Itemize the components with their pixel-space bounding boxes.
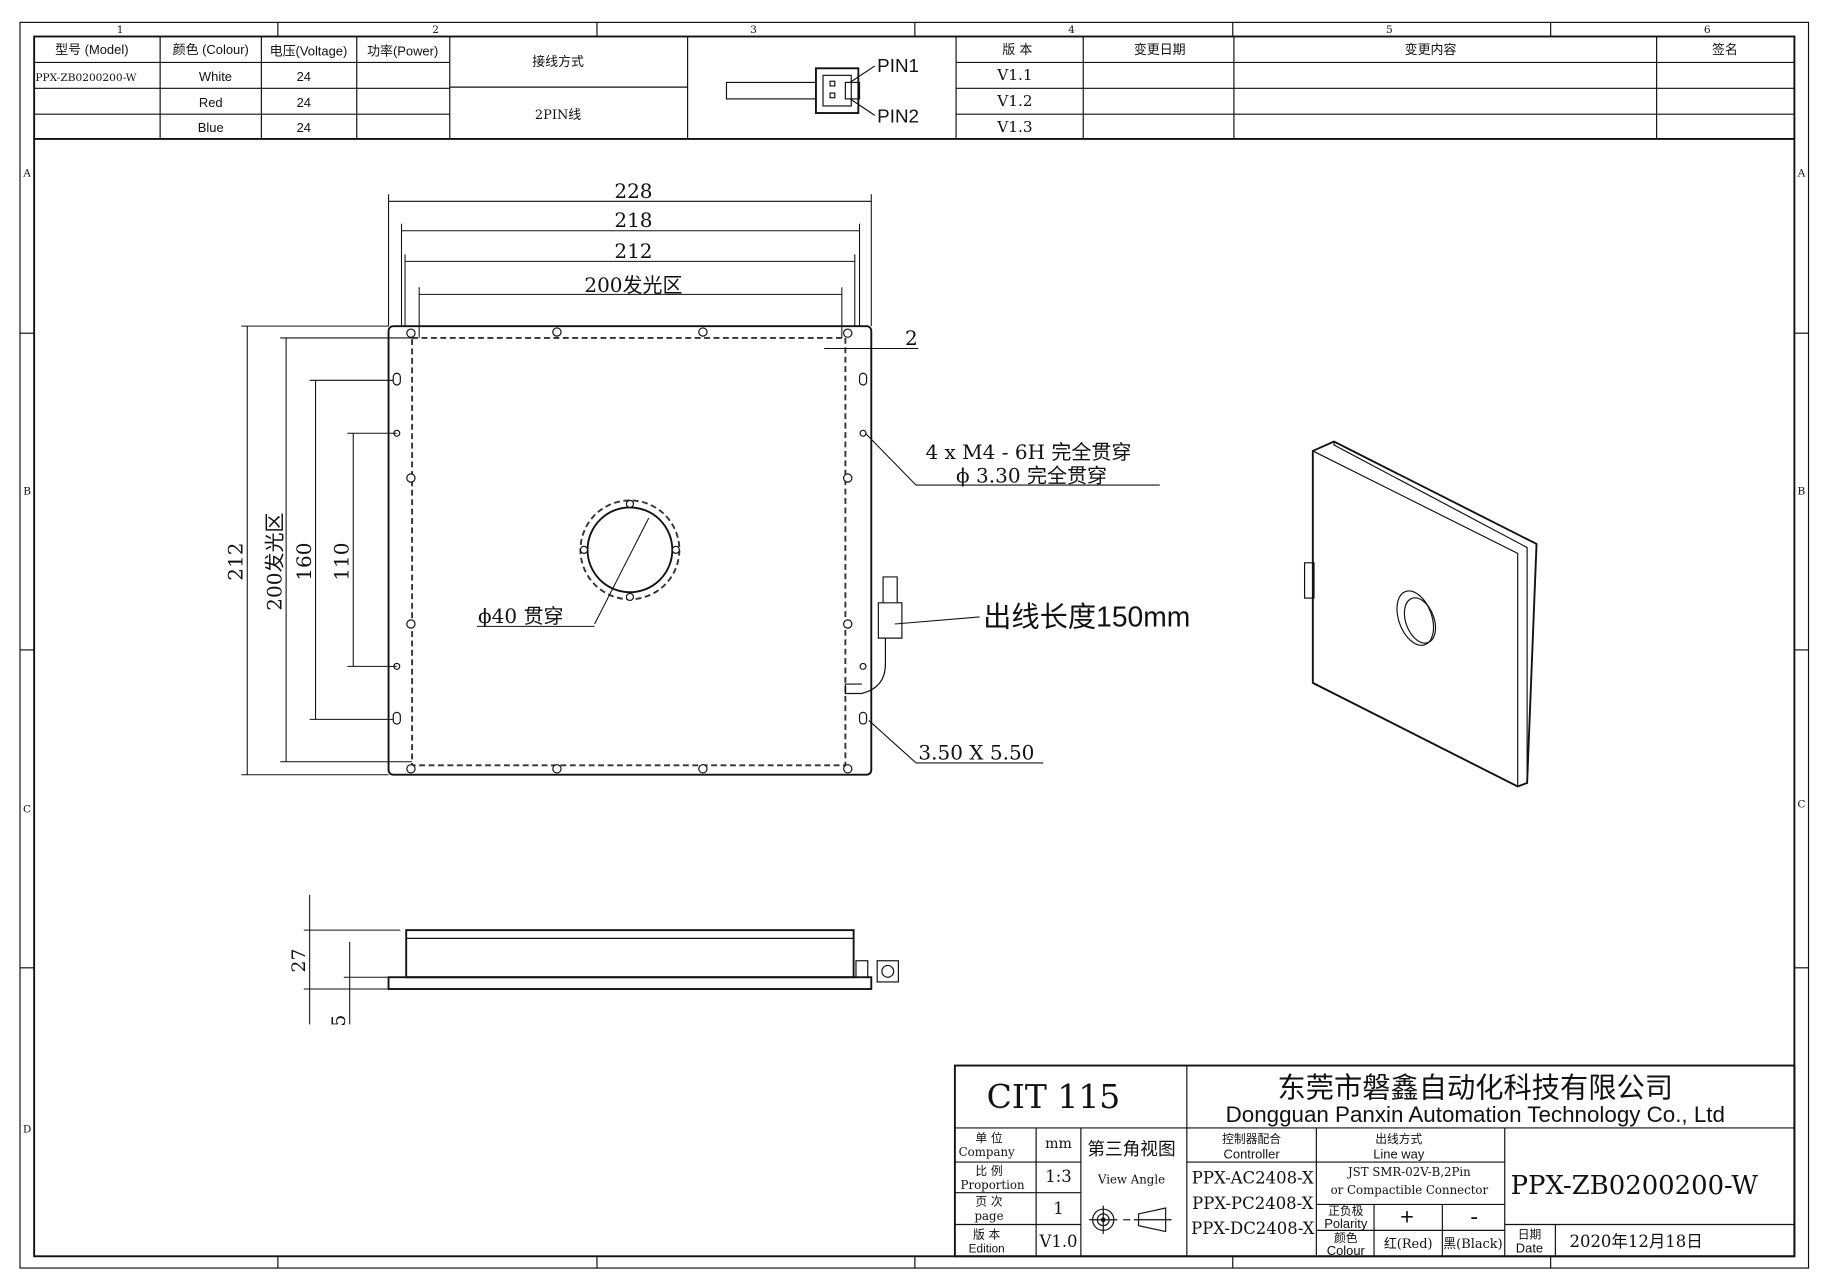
page-label-en: page — [975, 1209, 1004, 1223]
zone-col-1: 1 — [117, 24, 124, 36]
date-value: 2020年12月18日 — [1570, 1232, 1703, 1251]
zone-row-b-right: B — [1798, 486, 1806, 498]
company-name-cn: 东莞市磐鑫自动化科技有限公司 — [1278, 1071, 1674, 1104]
zone-markers — [20, 22, 1809, 1269]
rev-header-version: 版 本 — [1002, 43, 1032, 58]
zone-row-d: D — [23, 1124, 31, 1136]
spec-model-1: PPX-ZB0200200-W — [35, 72, 136, 84]
spec-colour-1: White — [199, 69, 232, 84]
unit-value: mm — [1045, 1136, 1072, 1152]
center-hole-note: ϕ40 贯穿 — [478, 604, 563, 628]
polarity-plus: + — [1400, 1203, 1414, 1229]
zone-col-3: 3 — [750, 24, 757, 36]
zone-row-a: A — [22, 168, 31, 180]
scale-label-cn: 比 例 — [975, 1164, 1002, 1178]
rev-header-sign: 签名 — [1712, 42, 1738, 58]
dim-200-width: 200发光区 — [584, 273, 682, 297]
rev-row-1: V1.1 — [996, 66, 1032, 84]
spec-colour-3: Blue — [198, 120, 224, 135]
spec-voltage-2: 24 — [297, 95, 311, 110]
dim-228: 228 — [614, 179, 652, 203]
zone-row-c-right: C — [1797, 799, 1805, 811]
slot-note: 3.50 X 5.50 — [918, 740, 1034, 764]
rev-row-3: V1.3 — [996, 118, 1032, 136]
isometric-view — [1303, 440, 1538, 788]
dim-27: 27 — [289, 949, 310, 973]
page-value: 1 — [1053, 1199, 1063, 1218]
connector-icon — [725, 65, 876, 116]
view-label-cn: 第三角视图 — [1087, 1139, 1175, 1160]
wiring-value: 2PIN线 — [535, 108, 581, 123]
wiring-label: 接线方式 — [532, 54, 584, 70]
dim-218: 218 — [614, 208, 652, 232]
zone-row-a-right: A — [1797, 168, 1806, 180]
controller-2: PPX-PC2408-X — [1192, 1194, 1313, 1213]
zone-col-4: 4 — [1068, 24, 1075, 36]
dim-160: 160 — [292, 543, 316, 581]
edition-label-en: Edition — [969, 1243, 1005, 1256]
controller-label-cn: 控制器配合 — [1222, 1132, 1281, 1146]
pin1-label: PIN1 — [877, 55, 919, 76]
spec-header-model: 型号 (Model) — [55, 42, 128, 57]
colour-label-cn: 颜色 — [1334, 1231, 1358, 1245]
front-view-plate — [387, 325, 903, 776]
connector-line-2: or Compactible Connector — [1331, 1183, 1489, 1197]
zone-col-5: 5 — [1386, 24, 1393, 36]
scale-label-en: Proportion — [961, 1178, 1025, 1192]
side-view: 27 5 — [289, 894, 899, 1027]
polarity-label-cn: 正负极 — [1328, 1204, 1364, 1218]
spec-voltage-3: 24 — [297, 120, 311, 135]
dim-110: 110 — [330, 543, 354, 581]
dimension-lines — [241, 194, 1160, 776]
third-angle-icon — [1089, 1205, 1172, 1234]
dim-212-height: 212 — [224, 543, 248, 581]
dim-5: 5 — [329, 1015, 350, 1027]
unit-label-cn: 单 位 — [975, 1131, 1003, 1145]
part-number: PPX-ZB0200200-W — [1511, 1171, 1759, 1201]
zone-col-2: 2 — [432, 24, 439, 36]
edition-label-cn: 版 本 — [973, 1228, 1001, 1242]
spec-table — [34, 36, 1795, 140]
controller-label-en: Controller — [1224, 1147, 1281, 1162]
controller-1: PPX-AC2408-X — [1192, 1168, 1314, 1187]
spec-header-voltage: 电压(Voltage) — [270, 43, 348, 58]
colour-red: 红(Red) — [1384, 1236, 1433, 1252]
rev-header-date: 变更日期 — [1134, 42, 1186, 58]
polarity-label-en: Polarity — [1324, 1216, 1368, 1231]
rev-row-2: V1.2 — [996, 92, 1032, 110]
scale-value: 1:3 — [1045, 1167, 1072, 1186]
polarity-minus: - — [1470, 1203, 1478, 1229]
spec-header-power: 功率(Power) — [367, 43, 438, 58]
view-label-en: View Angle — [1097, 1172, 1165, 1186]
controller-3: PPX-DC2408-X — [1191, 1219, 1315, 1238]
connector-line-1: JST SMR-02V-B,2Pin — [1347, 1165, 1471, 1179]
rev-header-content: 变更内容 — [1405, 42, 1457, 58]
lineway-label-en: Line way — [1373, 1147, 1425, 1162]
edition-value: V1.0 — [1038, 1232, 1077, 1251]
spec-colour-2: Red — [199, 95, 223, 110]
lineway-label-cn: 出线方式 — [1375, 1132, 1422, 1146]
zone-row-b: B — [23, 486, 31, 498]
colour-label-en: Colour — [1327, 1243, 1366, 1258]
dim-2: 2 — [905, 326, 918, 350]
spec-voltage-1: 24 — [297, 69, 311, 84]
zone-col-6: 6 — [1704, 24, 1711, 36]
pin2-label: PIN2 — [877, 105, 919, 126]
title-block — [953, 1064, 1796, 1258]
dim-212-width: 212 — [614, 239, 652, 263]
holes-note-1: 4 x M4 - 6H 完全贯穿 — [925, 440, 1131, 464]
dim-200-height: 200发光区 — [262, 513, 286, 611]
date-label-en: Date — [1516, 1241, 1543, 1256]
page-label-cn: 页 次 — [975, 1195, 1003, 1209]
company-name-en: Dongguan Panxin Automation Technology Co… — [1226, 1102, 1725, 1127]
zone-row-c: C — [23, 803, 31, 815]
spec-header-colour: 颜色 (Colour) — [173, 42, 249, 57]
cable-length-note: 出线长度150mm — [983, 600, 1190, 632]
colour-black: 黑(Black) — [1443, 1237, 1502, 1252]
drawing-number: CIT 115 — [987, 1077, 1121, 1116]
date-label-cn: 日期 — [1518, 1228, 1542, 1242]
holes-note-2: ϕ 3.30 完全贯穿 — [956, 464, 1107, 488]
unit-label-en: Company — [959, 1145, 1015, 1159]
